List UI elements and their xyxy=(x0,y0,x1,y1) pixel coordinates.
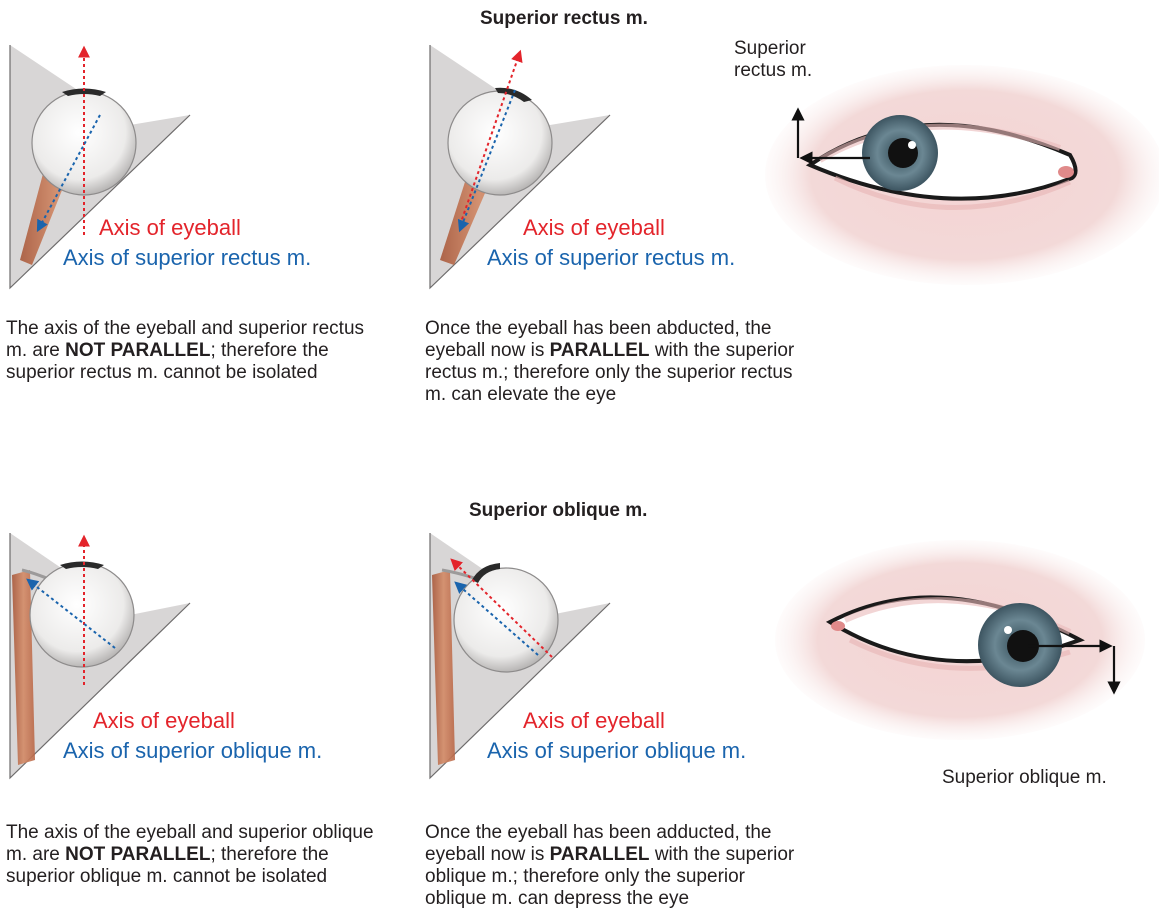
eye-illustration-depression xyxy=(770,540,1159,750)
eye-illustration-elevation xyxy=(750,60,1159,300)
section-title-superior-rectus: Superior rectus m. xyxy=(480,8,648,30)
section-title-superior-oblique: Superior oblique m. xyxy=(469,500,647,522)
description-rectus-neutral: The axis of the eyeball and superior rec… xyxy=(6,318,386,384)
eyeball xyxy=(30,563,134,667)
axis-eyeball-label: Axis of eyeball xyxy=(63,706,322,736)
axis-muscle-label: Axis of superior oblique m. xyxy=(63,736,322,766)
description-oblique-neutral: The axis of the eyeball and superior obl… xyxy=(6,822,386,888)
eyeball xyxy=(454,568,558,672)
axis-eyeball-label: Axis of eyeball xyxy=(487,213,735,243)
eye-label-superior-oblique: Superior oblique m. xyxy=(942,767,1107,789)
description-oblique-adducted: Once the eyeball has been adducted, the … xyxy=(425,822,805,910)
axis-eyeball-label: Axis of eyeball xyxy=(487,706,746,736)
eye-label-superior-rectus: Superior rectus m. xyxy=(734,38,812,82)
axis-muscle-label: Axis of superior rectus m. xyxy=(63,243,311,273)
description-rectus-abducted: Once the eyeball has been abducted, the … xyxy=(425,318,805,406)
axis-muscle-label: Axis of superior oblique m. xyxy=(487,736,746,766)
axis-eyeball-label: Axis of eyeball xyxy=(63,213,311,243)
eyeball xyxy=(448,91,552,195)
axis-muscle-label: Axis of superior rectus m. xyxy=(487,243,735,273)
